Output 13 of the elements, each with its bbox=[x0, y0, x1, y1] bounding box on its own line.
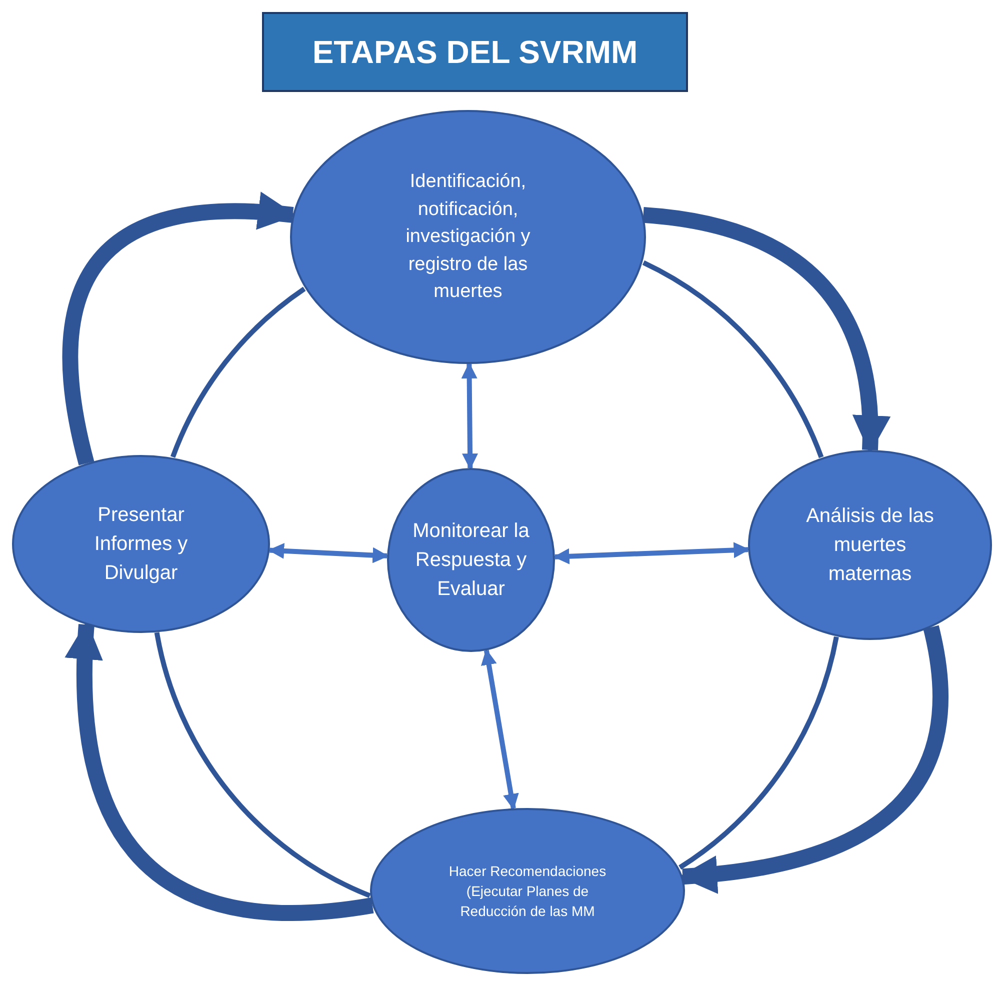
stage-label: Presentar Informes y Divulgar bbox=[93, 502, 189, 586]
double-arrow bbox=[553, 542, 750, 564]
ring-connector bbox=[678, 636, 839, 870]
ring-connector bbox=[642, 260, 824, 458]
double-arrow bbox=[480, 648, 519, 810]
double-arrow bbox=[461, 362, 478, 470]
double-arrow bbox=[268, 542, 389, 564]
stage-label: Análisis de las muertes maternas bbox=[805, 504, 935, 586]
title-banner: ETAPAS DEL SVRMM bbox=[262, 12, 688, 92]
stage-label: Identificación, notificación, investigación y registro de las muertes bbox=[404, 170, 532, 304]
ring-connector bbox=[154, 632, 371, 898]
stage-label: Hacer Recomendaciones (Ejecutar Planes de Reducción de las MM bbox=[448, 862, 608, 922]
stage-label: Monitorear la Respuesta y Evaluar bbox=[412, 518, 530, 602]
